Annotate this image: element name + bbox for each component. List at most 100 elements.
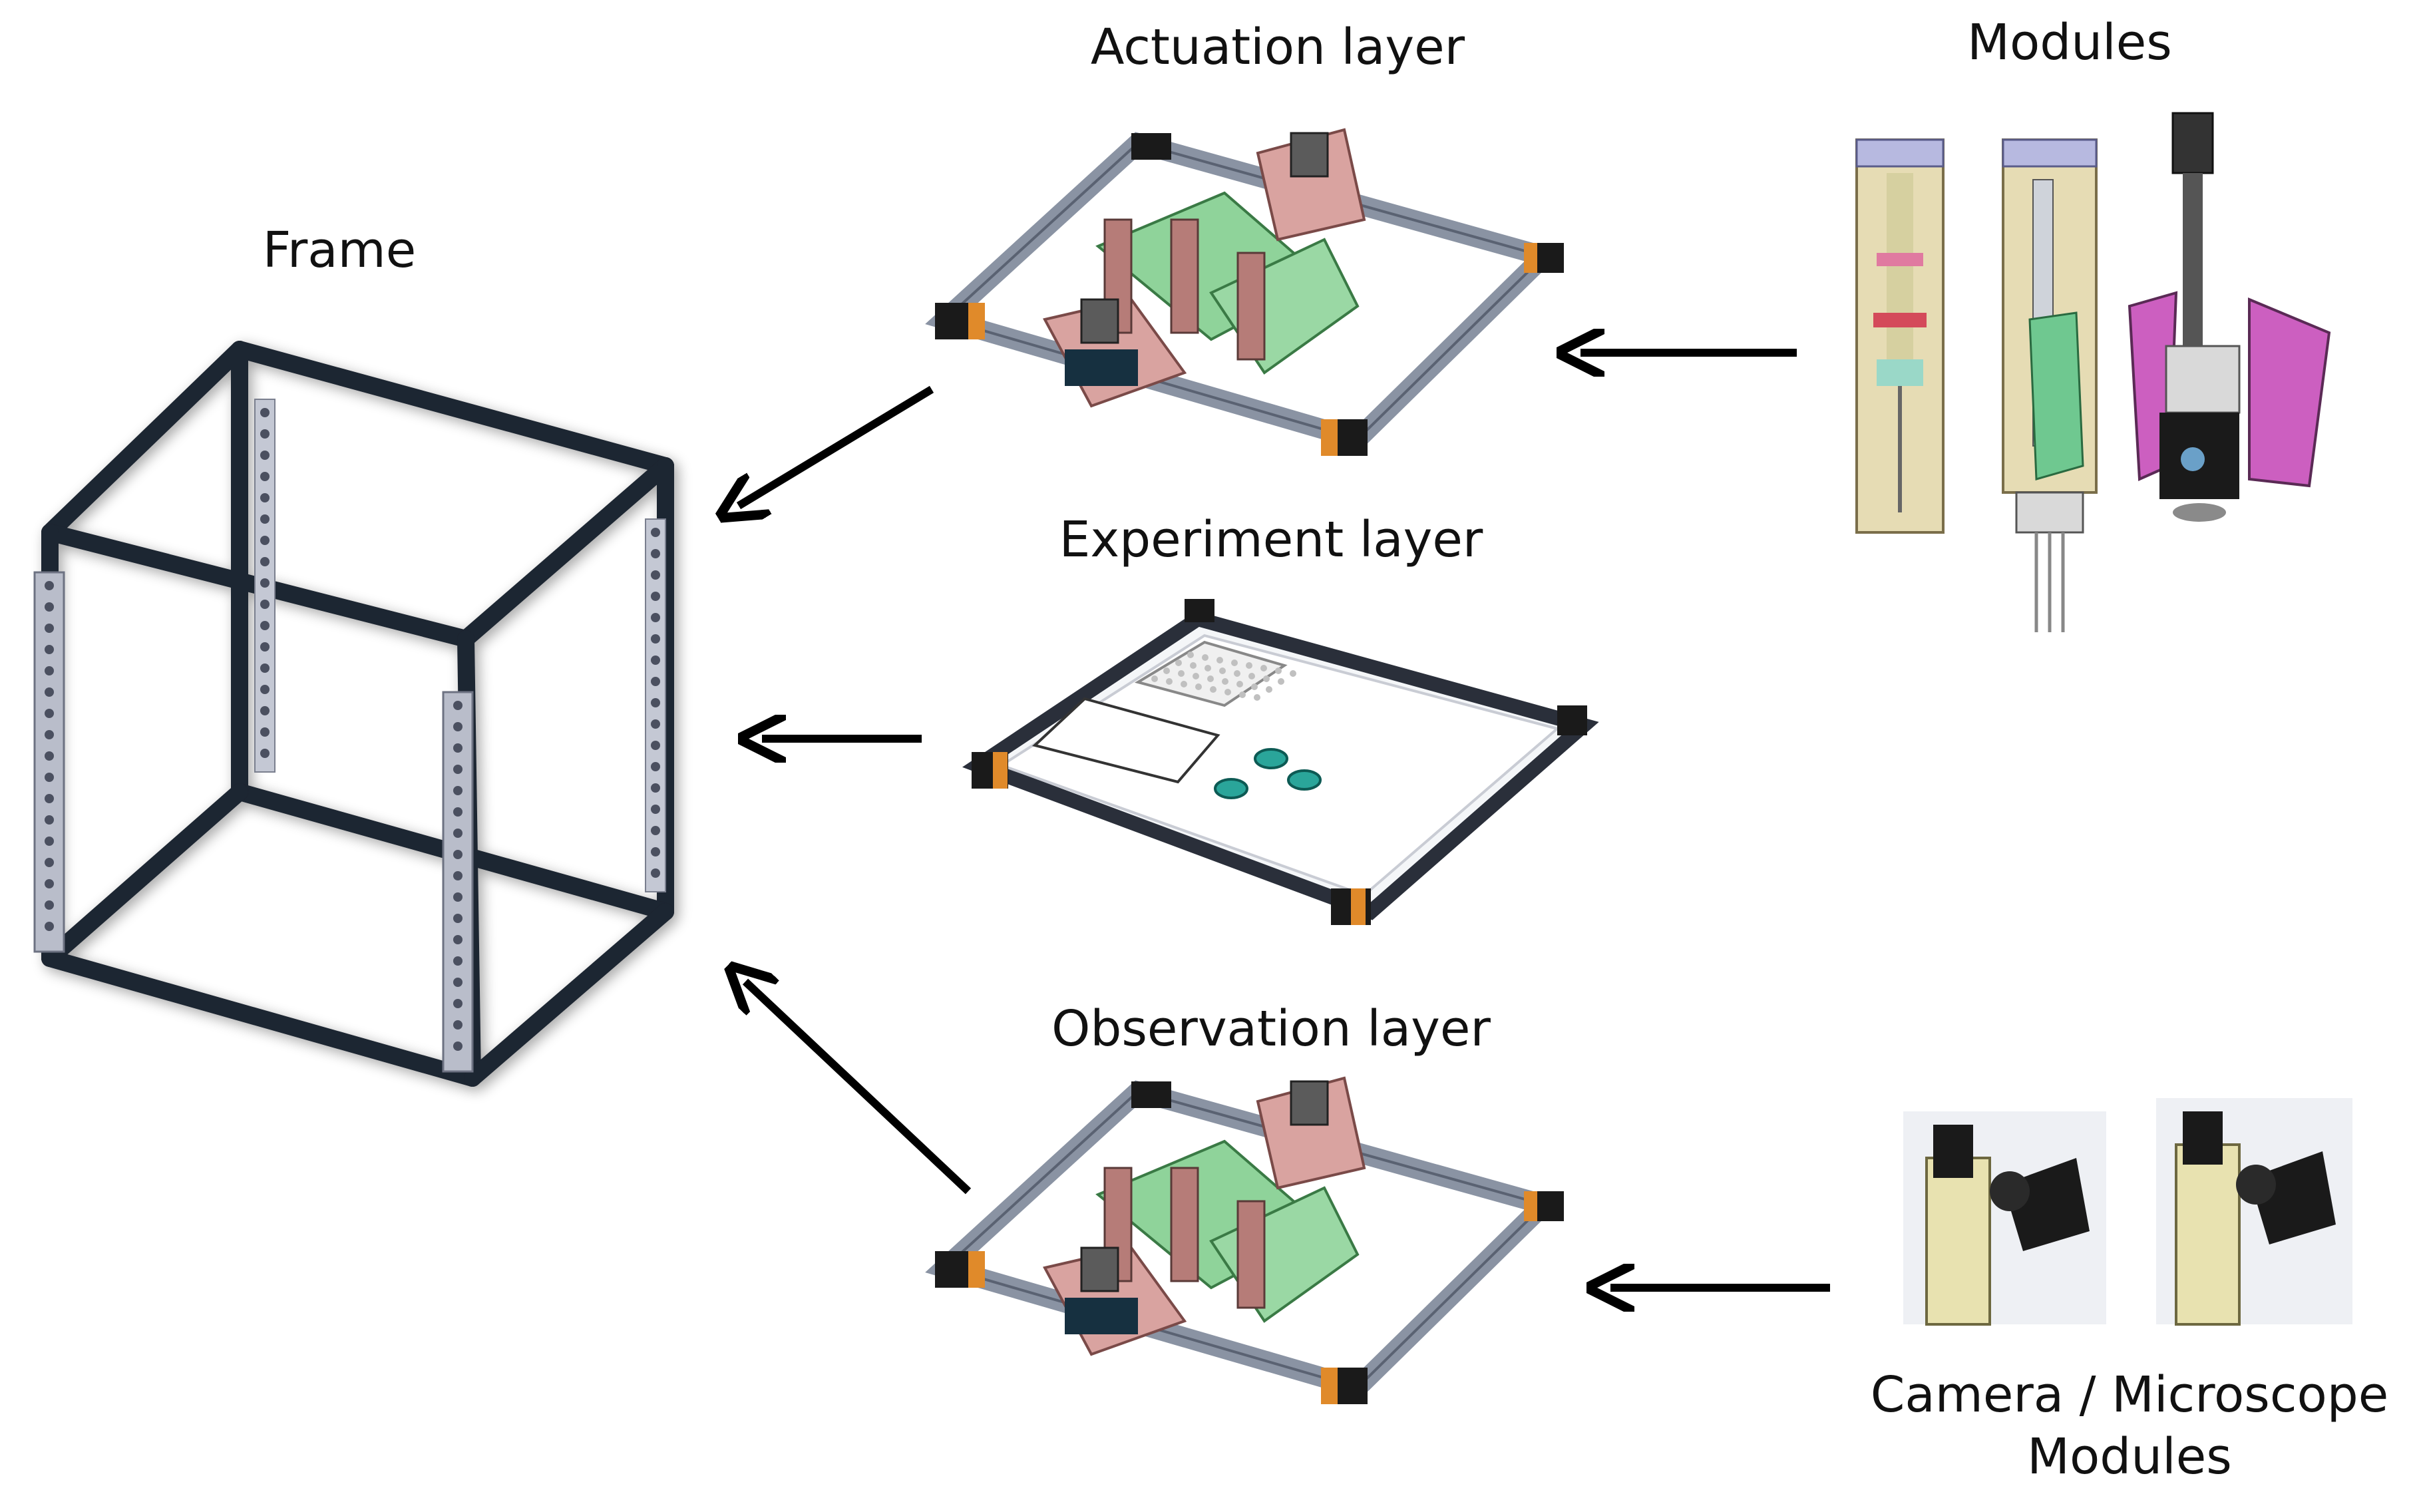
plate-hole	[260, 493, 270, 502]
arrows	[739, 353, 1830, 1288]
petri-dish	[1287, 769, 1322, 791]
plate-hole	[651, 698, 660, 707]
well	[1216, 657, 1223, 663]
plate-hole	[453, 871, 463, 880]
well	[1193, 673, 1199, 679]
plate-hole	[260, 621, 270, 630]
plate-hole	[260, 727, 270, 737]
well	[1166, 678, 1173, 685]
plate-hole	[453, 935, 463, 944]
plate-hole	[45, 645, 54, 654]
well	[1278, 678, 1284, 685]
well	[1266, 686, 1272, 693]
experiment-layer-label: Experiment layer	[1059, 511, 1483, 568]
plate-hole	[651, 656, 660, 665]
plate-hole	[453, 765, 463, 774]
frame-label: Frame	[262, 222, 417, 279]
camera-label-line1: Camera / Microscope	[1870, 1366, 2389, 1423]
well	[1222, 678, 1228, 685]
well	[1251, 683, 1258, 690]
plate-hole	[45, 858, 54, 867]
well	[1207, 675, 1214, 682]
plate-hole	[260, 536, 270, 545]
plate-hole	[45, 922, 54, 931]
well	[1210, 686, 1216, 693]
well	[1202, 654, 1208, 661]
plate-hole	[453, 914, 463, 923]
plate-hole	[260, 408, 270, 417]
plate-hole	[453, 786, 463, 795]
actuation-layer-assembly	[925, 128, 1564, 456]
well	[1181, 681, 1187, 687]
plate-hole	[45, 581, 54, 590]
syringe-module	[1855, 138, 1945, 534]
well	[1219, 667, 1226, 674]
plate-hole	[260, 557, 270, 566]
plate-hole	[651, 592, 660, 601]
dispenser-module	[2002, 138, 2098, 632]
well	[1190, 662, 1197, 669]
plate-hole	[260, 429, 270, 439]
plate-hole	[260, 749, 270, 758]
frame-side-plates	[33, 399, 666, 1073]
plate-hole	[651, 634, 660, 644]
plate-hole	[651, 719, 660, 729]
petri-dish	[1254, 748, 1288, 769]
plate-hole	[453, 743, 463, 753]
plate-hole	[453, 701, 463, 710]
motorized-module	[2128, 112, 2331, 522]
plate-hole	[453, 829, 463, 838]
plate-hole	[260, 514, 270, 524]
well	[1175, 660, 1182, 666]
plate-hole	[260, 663, 270, 673]
plate-hole	[45, 815, 54, 825]
plate-hole	[260, 472, 270, 481]
well	[1178, 670, 1185, 677]
well	[1234, 670, 1240, 677]
well	[1246, 662, 1252, 669]
plate-hole	[651, 826, 660, 835]
plate-hole	[651, 847, 660, 856]
plate-hole	[45, 624, 54, 633]
actuation-layer-label: Actuation layer	[1090, 19, 1465, 76]
well	[1236, 681, 1243, 687]
camera-module	[1925, 1125, 2090, 1326]
plate-hole	[453, 978, 463, 987]
plate-hole	[651, 783, 660, 793]
well	[1248, 673, 1255, 679]
well	[1290, 670, 1296, 677]
motor	[1080, 298, 1119, 344]
frame-plate-holes	[45, 408, 660, 1051]
well	[1163, 667, 1170, 674]
petri-dish	[1214, 778, 1248, 799]
plate-hole	[453, 999, 463, 1008]
plate-hole	[260, 600, 270, 609]
plate-hole	[651, 613, 660, 622]
microscope-module	[2175, 1111, 2336, 1326]
plate-hole	[45, 687, 54, 697]
observation-layer-assembly	[925, 1076, 1564, 1404]
plate-hole	[453, 892, 463, 902]
plate-hole	[651, 762, 660, 771]
camera-microscope-modules-label: Camera / Microscope Modules	[1837, 1364, 2417, 1487]
observation-layer-label: Observation layer	[1051, 1000, 1491, 1057]
glass-slide	[1031, 697, 1220, 784]
plate-hole	[45, 794, 54, 803]
plate-hole	[260, 706, 270, 715]
well	[1254, 694, 1260, 701]
well-plate	[1134, 640, 1288, 707]
plate-hole	[45, 879, 54, 888]
plate-hole	[453, 807, 463, 817]
plate-hole	[651, 549, 660, 558]
plate-hole	[651, 528, 660, 537]
plate-hole	[453, 956, 463, 966]
corner-block	[1131, 133, 1171, 160]
plate-hole	[45, 837, 54, 846]
plate-hole	[45, 751, 54, 761]
plate-hole	[260, 685, 270, 694]
plate-hole	[651, 677, 660, 686]
plate-hole	[453, 850, 463, 859]
well	[1187, 652, 1194, 658]
arrow-observation-to-frame	[745, 982, 972, 1195]
